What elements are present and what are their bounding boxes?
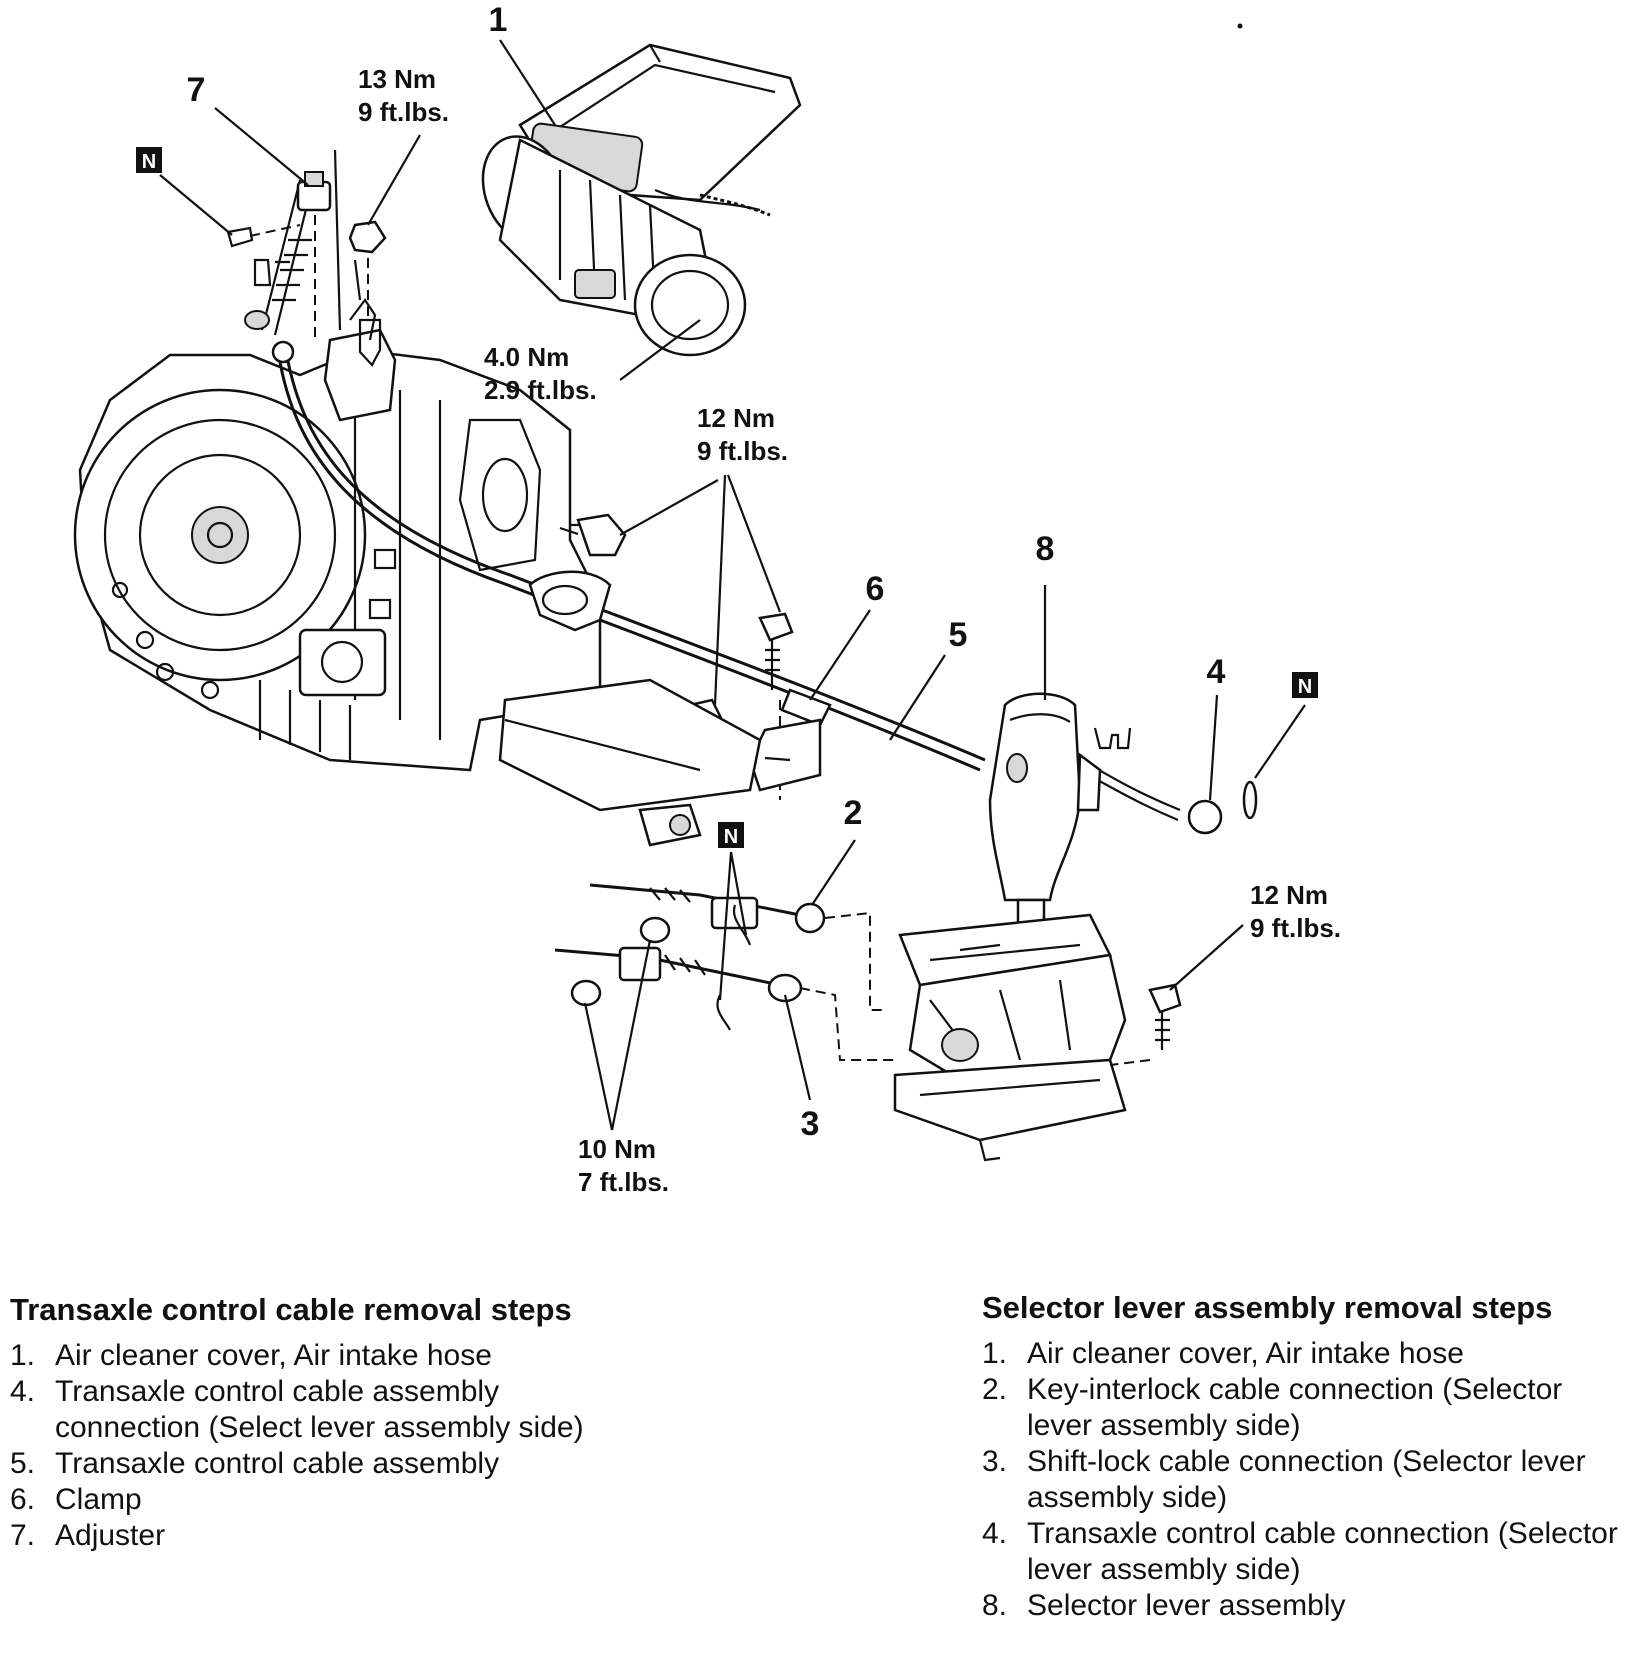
steps-heading: Selector lever assembly removal steps [982, 1290, 1553, 1325]
callout-4: 4 [1207, 653, 1226, 691]
transaxle-mount-plate [498, 678, 762, 847]
step-item: 3.Shift-lock cable connection (Selector … [982, 1445, 1586, 1514]
step-item: 2.Key-interlock cable connection (Select… [982, 1373, 1563, 1442]
cable-bracket [528, 570, 612, 632]
step-item: 1.Air cleaner cover, Air intake hose [10, 1339, 492, 1372]
n-marker-label: N [724, 826, 738, 848]
torque-4nm: 4.0 Nm 2.9 ft.lbs. [484, 342, 597, 405]
step-item: 1.Air cleaner cover, Air intake hose [982, 1337, 1464, 1370]
speck-dot [1237, 23, 1243, 29]
air-intake-hose [481, 135, 747, 357]
transaxle-housing [73, 259, 602, 772]
air-cleaner-assembly [518, 43, 802, 217]
selector-lever-removal-steps: Selector lever assembly removal steps 1.… [982, 1290, 1622, 1624]
step-item: 7.Adjuster [10, 1519, 166, 1552]
n-marker-center: N [718, 822, 748, 1001]
adjuster-part [226, 149, 342, 340]
shift-lock-cable [554, 946, 895, 1061]
nut-13nm [348, 220, 387, 367]
clip-part [1093, 727, 1258, 820]
step-item: 5.Transaxle control cable assembly [10, 1447, 500, 1480]
step-item: 4.Transaxle control cable connection (Se… [982, 1517, 1618, 1586]
leader-lines [214, 39, 1244, 1131]
callout-2: 2 [844, 794, 863, 832]
callout-7: 7 [187, 71, 206, 109]
n-marker-right: N [1254, 672, 1318, 779]
n-marker-label: N [1298, 676, 1312, 698]
torque-10nm: 10 Nm 7 ft.lbs. [578, 1134, 669, 1197]
callout-1: 1 [489, 1, 508, 39]
callout-8: 8 [1036, 530, 1055, 568]
step-item: 6.Clamp [10, 1483, 142, 1516]
step-item: 4.Transaxle control cable assembly conne… [10, 1375, 584, 1444]
n-marker-top-left: N [136, 147, 233, 236]
callout-6: 6 [866, 570, 885, 608]
torque-12nm-upper: 12 Nm 9 ft.lbs. [697, 403, 788, 466]
transaxle-cable-removal-steps: Transaxle control cable removal steps 1.… [10, 1292, 650, 1554]
steps-list: 1.Air cleaner cover, Air intake hose 2.K… [982, 1336, 1622, 1624]
exploded-view-diagram: N N N 1 7 8 6 5 4 2 3 13 Nm [73, 1, 1341, 1197]
transaxle-control-cable [260, 179, 986, 772]
steps-heading: Transaxle control cable removal steps [10, 1292, 572, 1327]
bolt-12nm-lower [1109, 983, 1182, 1066]
n-marker-label: N [142, 151, 156, 173]
step-item: 8.Selector lever assembly [982, 1589, 1346, 1622]
torque-12nm-lower: 12 Nm 9 ft.lbs. [1250, 880, 1341, 943]
torque-13nm: 13 Nm 9 ft.lbs. [358, 64, 449, 127]
steps-list: 1.Air cleaner cover, Air intake hose 4.T… [10, 1338, 650, 1554]
selector-lever-assembly [893, 692, 1223, 1162]
callout-3: 3 [801, 1105, 820, 1143]
callout-5: 5 [949, 616, 968, 654]
cable-clips [570, 904, 752, 1031]
